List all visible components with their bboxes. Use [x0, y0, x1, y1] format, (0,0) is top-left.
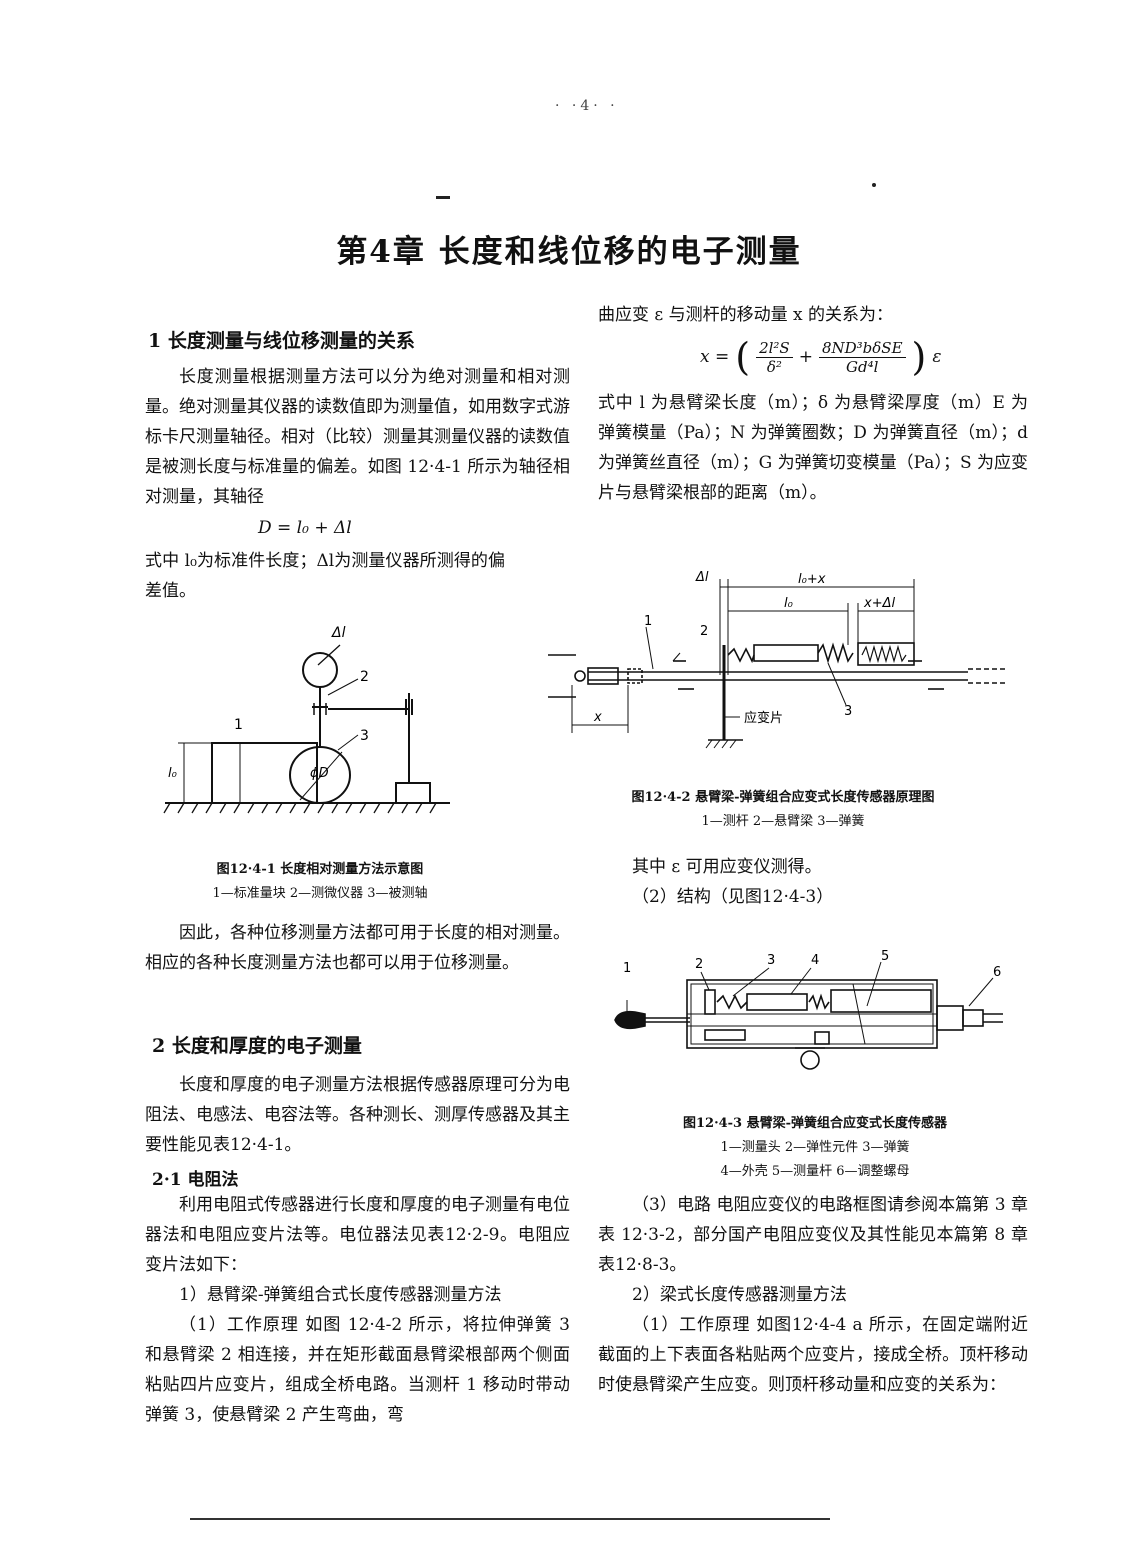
fig2-label-l0x: l₀+x [798, 572, 826, 587]
section-2-1-item: 1）悬臂梁-弹簧组合式长度传感器测量方法 [179, 1285, 502, 1305]
section-2-heading: 2 长度和厚度的电子测量 [152, 1035, 362, 1057]
figure-12-4-3-caption: 图12·4-3 悬臂梁-弹簧组合应变式长度传感器 1—测量头 2—弹性元件 3—… [620, 1112, 1010, 1184]
right-intro: 曲应变 ε 与测杆的移动量 x 的关系为： [598, 300, 1028, 330]
caption-legend-1: 1—测量头 2—弹性元件 3—弹簧 [720, 1140, 910, 1155]
right-middle-text: 其中 ε 可用应变仪测得。 （2）结构（见图12·4-3） [598, 852, 1028, 912]
equation-x-where: 式中 l 为悬臂梁长度（m）；δ 为悬臂梁厚度（m）E 为弹簧模量（Pa）；N … [598, 388, 1028, 508]
eq-paren-right: ) [911, 335, 927, 379]
figure-12-4-1-caption: 图12·4-1 长度相对测量方法示意图 1—标准量块 2—测微仪器 3—被测轴 [160, 858, 480, 906]
eq-num-1: 2l²S [756, 339, 793, 358]
section-2-paragraph: 长度和厚度的电子测量方法根据传感器原理可分为电阻法、电感法、电容法等。各种测长、… [145, 1075, 570, 1155]
structure-heading: （2）结构（见图12·4-3） [632, 887, 834, 907]
fig1-label-2: 2 [360, 669, 369, 685]
caption-legend-2: 4—外壳 5—测量杆 6—调整螺母 [720, 1164, 910, 1179]
fig2-label-l0: l₀ [784, 596, 794, 611]
eq-num-2: 8ND³bδSE [818, 339, 906, 358]
equation-d: D = l₀ + Δl [258, 518, 352, 538]
strain-note: 其中 ε 可用应变仪测得。 [632, 857, 822, 877]
equation-d-where: 式中 l₀为标准件长度；Δl为测量仪器所测得的偏差值。 [145, 546, 505, 606]
fig2-label-xdl: x+Δl [863, 596, 895, 611]
fig2-label-1: 1 [644, 614, 652, 629]
conclusion-paragraph: 因此，各种位移测量方法都可用于长度的相对测量。相应的各种长度测量方法也都可以用于… [145, 923, 570, 973]
right-bottom-text: （3）电路 电阻应变仪的电路框图请参阅本篇第 3 章表 12·3-2，部分国产电… [598, 1190, 1028, 1400]
section-2-1-paragraph: 利用电阻式传感器进行长度和厚度的电子测量有电位器法和电阻应变片法等。电位器法见表… [145, 1195, 570, 1275]
fig3-label-6: 6 [993, 965, 1001, 980]
figure-12-4-2: Δl l₀+x l₀ x+Δl 1 2 3 x 应变片 [548, 570, 1008, 749]
fig1-label-l0: l₀ [168, 766, 178, 781]
section-2-body: 长度和厚度的电子测量方法根据传感器原理可分为电阻法、电感法、电容法等。各种测长、… [145, 1070, 570, 1160]
eq-den-2: Gd⁴l [846, 357, 879, 376]
footer-rule [190, 1518, 830, 1520]
caption-title: 图12·4-3 悬臂梁-弹簧组合应变式长度传感器 [682, 1116, 948, 1131]
fig3-label-2: 2 [695, 957, 703, 972]
caption-title: 图12·4-1 长度相对测量方法示意图 [216, 862, 424, 877]
fig2-label-delta-l: Δl [695, 570, 709, 585]
fig3-label-4: 4 [811, 953, 819, 968]
caption-title: 图12·4-2 悬臂梁-弹簧组合应变式长度传感器原理图 [631, 790, 935, 805]
where-text: 式中 l₀为标准件长度；Δl为测量仪器所测得的偏差值。 [145, 551, 505, 601]
caption-legend: 1—标准量块 2—测微仪器 3—被测轴 [212, 886, 428, 901]
figure-12-4-2-caption: 图12·4-2 悬臂梁-弹簧组合应变式长度传感器原理图 1—测杆 2—悬臂梁 3… [568, 786, 998, 834]
page-number: · ·4· · [555, 98, 619, 114]
caption-legend: 1—测杆 2—悬臂梁 3—弹簧 [701, 814, 865, 829]
fig1-label-3: 3 [360, 728, 369, 744]
fig1-label-phi-d: ϕD [310, 766, 329, 781]
figure-12-4-3: 1 2 3 4 5 6 [614, 950, 1003, 1070]
beam-principle-paragraph: （1）工作原理 如图12·4-4 a 所示，在固定端附近截面的上下表面各粘贴两个… [598, 1315, 1028, 1395]
section-2-1-body: 利用电阻式传感器进行长度和厚度的电子测量有电位器法和电阻应变片法等。电位器法见表… [145, 1190, 570, 1430]
section-2-1-principle: （1）工作原理 如图 12·4-2 所示，将拉伸弹簧 3 和悬臂梁 2 相连接，… [145, 1315, 570, 1425]
relation-text: 曲应变 ε 与测杆的移动量 x 的关系为： [598, 305, 894, 325]
fig1-label-1: 1 [234, 717, 243, 733]
section-1-conclusion: 因此，各种位移测量方法都可用于长度的相对测量。相应的各种长度测量方法也都可以用于… [145, 918, 570, 978]
section-1-heading: 1 长度测量与线位移测量的关系 [148, 330, 415, 352]
eq-plus: + [798, 347, 813, 367]
eq-den-1: δ² [766, 357, 782, 376]
chapter-title: 第4章 长度和线位移的电子测量 [336, 234, 802, 270]
circuit-paragraph: （3）电路 电阻应变仪的电路框图请参阅本篇第 3 章表 12·3-2，部分国产电… [598, 1195, 1028, 1275]
section-2-1-heading: 2·1 电阻法 [152, 1170, 239, 1190]
fig1-label-delta-l: Δl [331, 625, 346, 641]
eq-fraction-1: 2l²S δ² [756, 339, 793, 376]
section-1-paragraph: 长度测量根据测量方法可以分为绝对测量和相对测量。绝对测量其仪器的读数值即为测量值… [145, 367, 570, 507]
eq-rhs: ε [932, 347, 942, 367]
section-1-body: 长度测量根据测量方法可以分为绝对测量和相对测量。绝对测量其仪器的读数值即为测量值… [145, 362, 570, 512]
variables-text: 式中 l 为悬臂梁长度（m）；δ 为悬臂梁厚度（m）E 为弹簧模量（Pa）；N … [598, 393, 1028, 503]
figure-12-4-1: 1 2 3 Δl l₀ ϕD [163, 625, 450, 814]
eq-paren-left: ( [735, 335, 751, 379]
eq-lhs: x = [700, 347, 730, 367]
fig2-label-gauge: 应变片 [744, 710, 783, 726]
fig3-label-5: 5 [881, 950, 889, 964]
fig3-label-3: 3 [767, 953, 775, 968]
equation-x: x = ( 2l²S δ² + 8ND³bδSE Gd⁴l ) ε [700, 332, 942, 382]
fig2-label-x: x [593, 710, 602, 725]
eq-fraction-2: 8ND³bδSE Gd⁴l [818, 339, 906, 376]
dot-mark [872, 183, 876, 187]
dash-mark [436, 196, 450, 199]
fig2-label-2: 2 [700, 624, 708, 639]
beam-method-item: 2）梁式长度传感器测量方法 [632, 1285, 847, 1305]
fig2-label-3: 3 [844, 704, 852, 719]
fig3-label-1: 1 [623, 961, 631, 976]
